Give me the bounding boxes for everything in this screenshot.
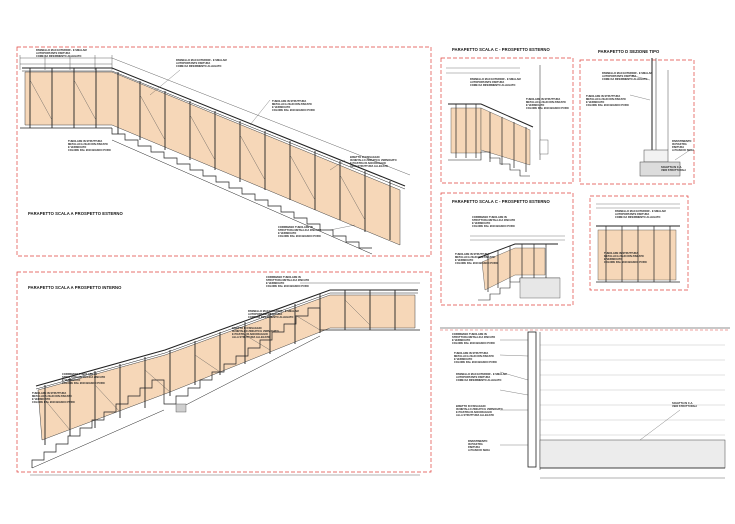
note-anchor-detail: BISETTO DI FISSAGGIO IN METALLO ZINCATO … (456, 405, 503, 418)
note-glass-aint: PANNELLO MAX EXTERIOR - E SMALAM AUTOPOR… (248, 310, 299, 320)
detail-section (440, 327, 730, 479)
infill-panel-d (597, 229, 677, 281)
note-handrail-aint2: CORRIMANO TUBOLARE IN STRUTTURA METALLIC… (62, 373, 106, 386)
note-steel-c: TUBOLARE IN STRUTTURA METALLICA 20x40 DI… (526, 98, 569, 111)
note-handrail-detail: CORRIMANO TUBOLARE IN STRUTTURA METALLIC… (452, 333, 496, 346)
note-handrail-aint: CORRIMANO TUBOLARE IN STRUTTURA METALLIC… (266, 276, 310, 289)
note-steel-dsmall: TUBOLARE IN STRUTTURA METALLICA 20x40 DI… (604, 252, 647, 265)
note-anchor-aint: BISETTO DI FISSAGGIO IN METALLO ZINCATO … (232, 327, 279, 340)
frame-d-small (589, 195, 689, 291)
note-glass-panel-a: PANNELLO MAX EXTERIOR - E SMALAM AUTOPOR… (36, 49, 87, 59)
note-anchor-a: BISETTO DI FISSAGGIO IN METALLO ZINCATO … (350, 156, 397, 169)
view-d-section (629, 58, 691, 177)
view-frames (16, 46, 695, 473)
note-coating-d: RIVESTIMENTO IN PIASTRA FINITURA A PIANO… (672, 140, 694, 153)
title-a-external: PARAPETTO SCALA A PROSPETTO ESTERNO (28, 211, 123, 216)
title-a-internal: PARAPETTO SCALA A PROSPETTO INTERNO (28, 285, 122, 290)
title-c-top: PARAPETTO SCALA C - PROSPETTO ESTERNO (452, 47, 550, 52)
posts-a-ext (29, 68, 391, 240)
infill-panel-a-ext (24, 71, 401, 246)
note-glass-c: PANNELLO MAX EXTERIOR - E SMALAM AUTOPOR… (470, 78, 521, 88)
note-glass-dsmall: PANNELLO MAX EXTERIOR - E SMALAM AUTOPOR… (615, 210, 666, 220)
note-steel-tube-a2: TUBOLARE IN STRUTTURA METALLICA 20x40 DI… (68, 140, 111, 153)
note-glass-panel-a2: PANNELLO MAX EXTERIOR - E SMALAM AUTOPOR… (176, 59, 227, 69)
note-steel-cmid: TUBOLARE IN STRUTTURA METALLICA 20x40 DI… (455, 253, 498, 266)
note-glass-detail: PANNELLO MAX EXTERIOR - E SMALAM AUTOPOR… (456, 373, 507, 383)
stair-a-int (31, 307, 420, 468)
note-steel-detail: TUBOLARE IN STRUTTURA METALLICA 20x40 DI… (454, 352, 497, 365)
handrail-a-int (35, 289, 418, 387)
frame-c-mid (440, 192, 574, 306)
note-steel-tube-a: TUBOLARE IN STRUTTURA METALLICA 20x40 DI… (272, 100, 315, 113)
frame-d-section (579, 59, 695, 185)
frame-c-top (440, 57, 574, 184)
view-a-internal (30, 282, 420, 476)
view-c-mid (470, 235, 565, 301)
note-slab-detail: SOLETTA IN C.A. VEDI STRUTTURALI (672, 402, 697, 409)
title-d: PARAPETTO D SEZIONE TIPO (598, 49, 660, 54)
note-steel-aint: TUBOLARE IN STRUTTURA METALLICA 20x40 DI… (32, 392, 75, 405)
note-handrail-cmid: CORRIMANO TUBOLARE IN STRUTTURA METALLIC… (472, 216, 516, 229)
note-steel-d: TUBOLARE IN STRUTTURA METALLICA 20x40 DI… (586, 95, 629, 108)
note-glass-d: PANNELLO MAX EXTERIOR - E SMALAM AUTOPOR… (602, 72, 653, 82)
title-c-mid: PARAPETTO SCALA C - PROSPETTO ESTERNO (452, 199, 550, 204)
note-coating-detail: RIVESTIMENTO IN PIASTRA FINITURA A PIANO… (468, 440, 490, 453)
view-c-top (446, 65, 549, 177)
view-a-external (19, 55, 411, 255)
note-slab-d: SOLETTA IN C.A. VEDI STRUTTURALI (661, 166, 686, 173)
view-d-elevation (596, 203, 680, 283)
stair-a-ext (111, 128, 372, 249)
note-handrail-a: CORRIMANO TUBOLARE IN STRUTTURA METALLIC… (278, 226, 322, 239)
frame-a-int (16, 271, 432, 473)
frame-a-ext (16, 46, 432, 257)
